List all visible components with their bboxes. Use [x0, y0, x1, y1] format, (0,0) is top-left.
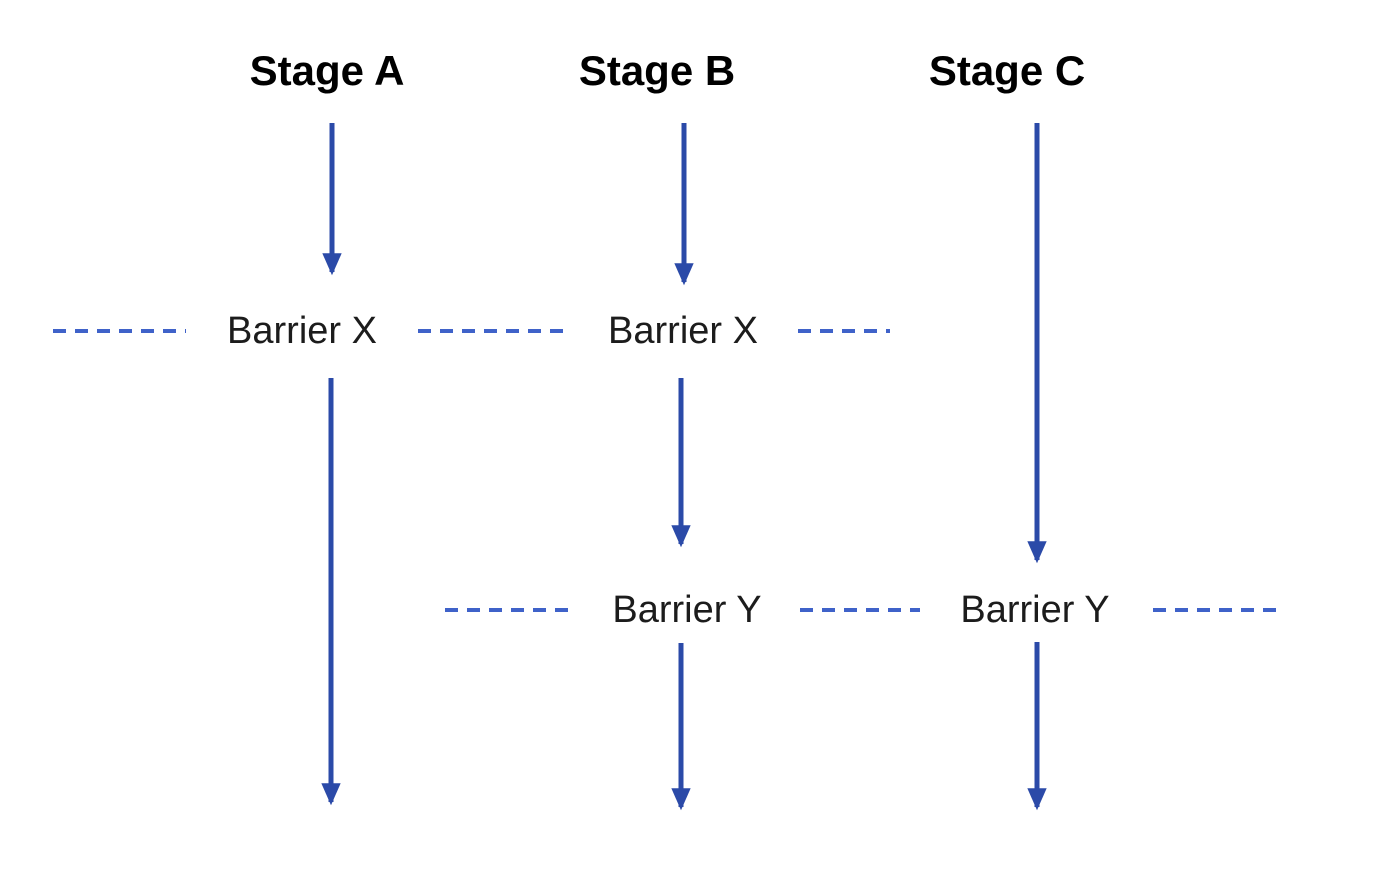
stage-c-label: Stage C [928, 47, 1086, 94]
barrier-x-label-2: Barrier X [602, 307, 764, 355]
barrier-y-label-1: Barrier Y [606, 586, 768, 634]
stage-a-label: Stage A [249, 47, 405, 94]
barrier-x-label-1: Barrier X [221, 307, 383, 355]
stage-b-label: Stage B [578, 47, 736, 94]
barrier-y-label-2: Barrier Y [954, 586, 1116, 634]
